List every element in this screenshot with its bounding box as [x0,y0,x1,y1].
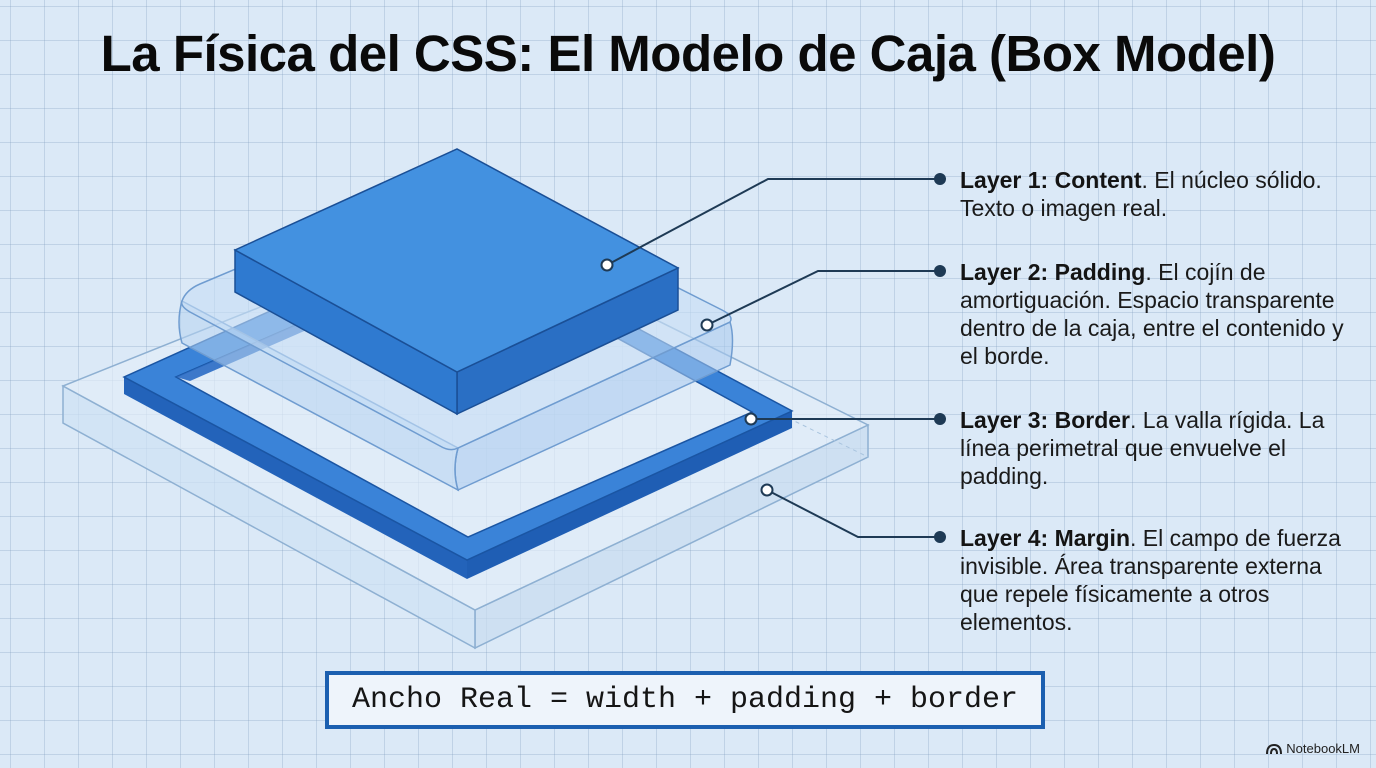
leader-line-margin [766,489,940,538]
notebooklm-logo-icon [1266,743,1283,754]
layer-label: Layer 1: Content [960,167,1142,193]
page-title: La Física del CSS: El Modelo de Caja (Bo… [100,25,1276,82]
layer-label: Layer 3: Border [960,407,1131,433]
anchor-points [600,258,774,497]
label-bullets [934,173,946,543]
layer-text: . El núcleo sólido. Texto o imagen real. [960,167,1322,221]
formula-box: Ancho Real = width + padding + border [325,671,1045,729]
leader-line-content [606,178,940,266]
layer-text: . La valla rígida. La línea perimetral q… [960,407,1325,489]
layer-label: Layer 4: Margin [960,525,1130,551]
layer-description-content: Layer 1: Content. El núcleo sólido. Text… [960,166,1360,222]
layer-description-margin: Layer 4: Margin. El campo de fuerza invi… [960,524,1360,636]
layer-text: . El campo de fuerza invisible. Área tra… [960,525,1341,635]
content-layer [233,148,680,416]
brand-name: NotebookLM [1286,741,1360,756]
leader-line-padding [706,270,940,326]
layer-label: Layer 2: Padding [960,259,1146,285]
layer-description-border: Layer 3: Border. La valla rígida. La lín… [960,406,1360,490]
layer-text: . El cojín de amortiguación. Espacio tra… [960,259,1344,369]
layer-description-padding: Layer 2: Padding. El cojín de amortiguac… [960,258,1360,370]
brand-watermark: NotebookLM [1266,741,1360,756]
leader-lines [606,178,940,538]
